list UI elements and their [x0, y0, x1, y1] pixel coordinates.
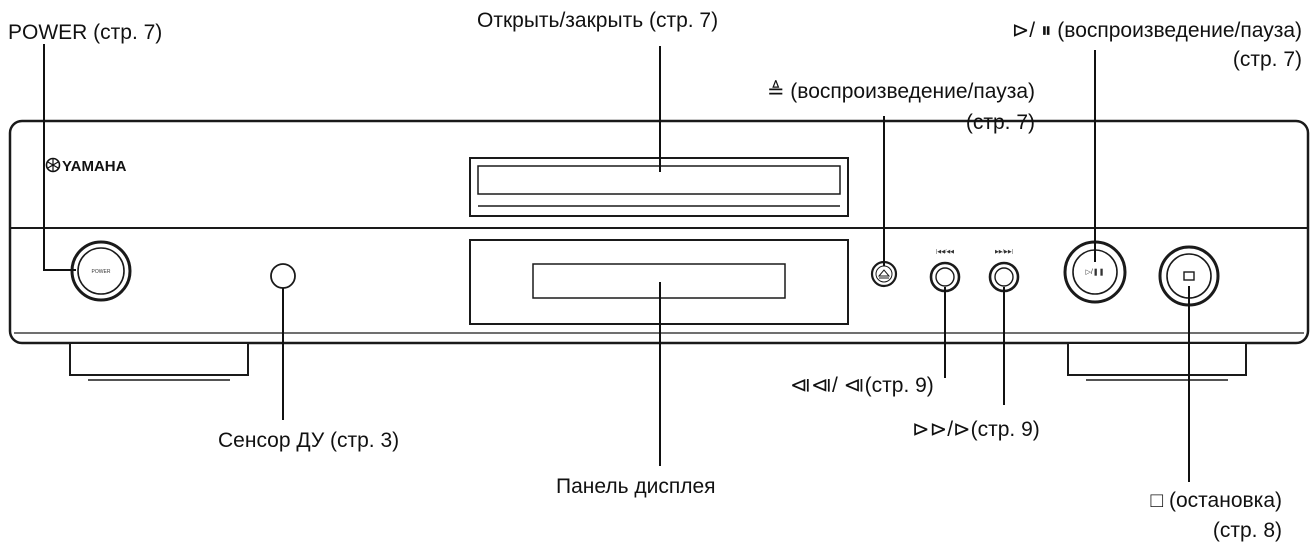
eject-icon: [877, 269, 891, 279]
display-panel-label: Панель дисплея: [556, 475, 716, 498]
next-skip-button-label: ▶▶/▶▶|: [995, 249, 1013, 255]
left-foot: [69, 342, 249, 381]
play-pause-button-label: ▷/❚❚: [1085, 268, 1104, 276]
brand-name: YAMAHA: [62, 158, 127, 175]
power-button[interactable]: POWER: [70, 240, 132, 302]
yamaha-logo: YAMAHA: [45, 157, 127, 175]
next-skip-button[interactable]: ▶▶/▶▶|: [988, 249, 1020, 293]
stop-label-line2: (стр. 8): [1213, 519, 1282, 542]
stop-icon: [1183, 271, 1195, 281]
eject-label-line2: (стр. 7): [966, 111, 1035, 134]
power-leader-line: [43, 44, 76, 271]
next-skip-label: ⊳⊳/⊳(стр. 9): [912, 418, 1040, 441]
remote-sensor: [270, 263, 296, 289]
right-foot: [1067, 342, 1247, 381]
leader-lines: [43, 44, 1190, 482]
prev-skip-label: ⧏⧏/ ⧏(стр. 9): [790, 374, 934, 397]
play-pause-label-line1: ⊳/ ⏸ (воспроизведение/пауза): [1012, 19, 1302, 42]
power-label: POWER (стр. 7): [8, 21, 162, 44]
remote-sensor-label: Сенсор ДУ (стр. 3): [218, 429, 399, 452]
eject-label-line1: ≜ (воспроизведение/пауза): [767, 80, 1035, 103]
play-pause-button[interactable]: ▷/❚❚: [1063, 240, 1127, 304]
stop-label-line1: □ (остановка): [1150, 489, 1282, 512]
stop-button[interactable]: [1158, 245, 1220, 307]
open-close-label: Открыть/закрыть (стр. 7): [477, 9, 718, 32]
play-pause-label-line2: (стр. 7): [1233, 48, 1302, 71]
power-button-label: POWER: [92, 269, 111, 275]
prev-skip-button-label: |◀◀/◀◀: [936, 249, 954, 255]
